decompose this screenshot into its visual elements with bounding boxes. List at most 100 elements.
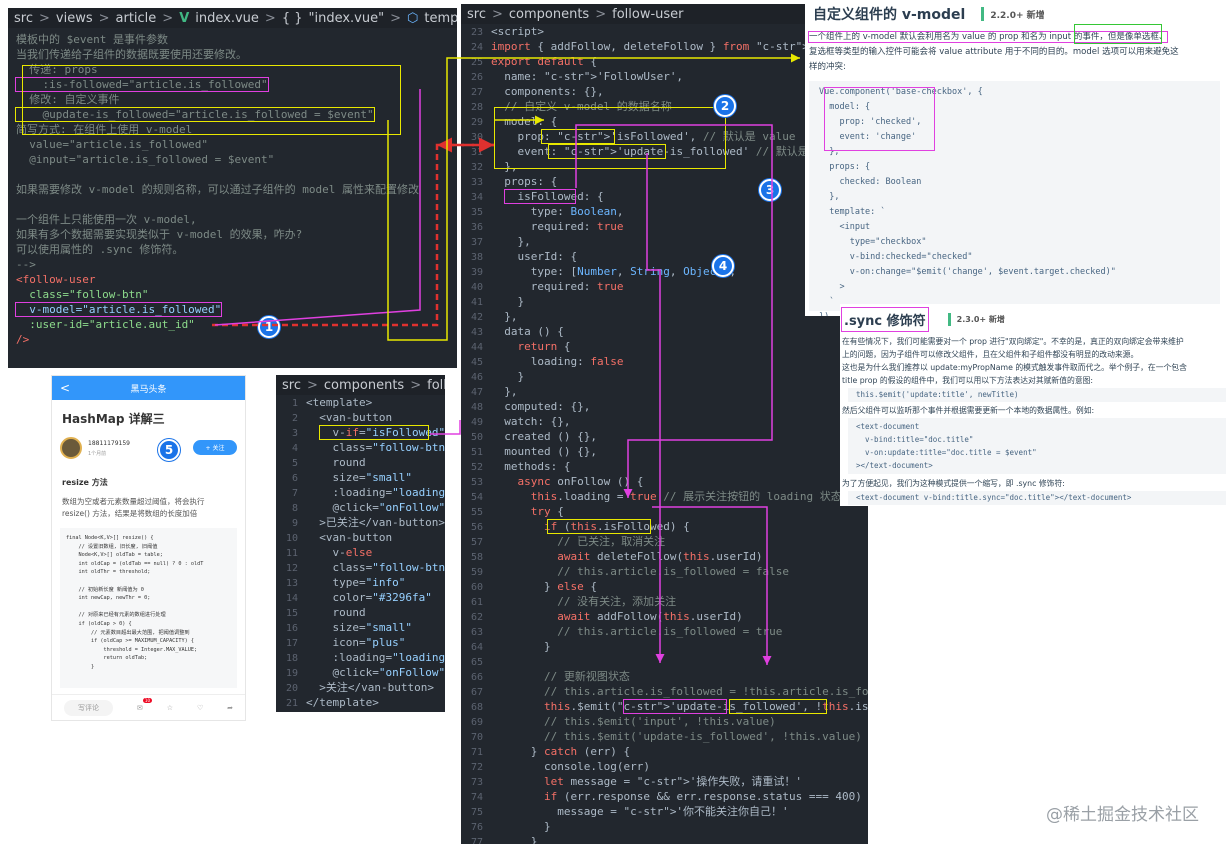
- code-line: 43 data () {: [461, 324, 868, 339]
- avatar[interactable]: [60, 437, 82, 459]
- title-accent: [947, 313, 951, 326]
- paragraph: resize() 方法，结果是将数组的长度加倍: [62, 509, 198, 518]
- line-number: 67: [470, 687, 483, 698]
- line-number: 54: [470, 492, 483, 503]
- comment-bar: 写评论 ✉10 ☆ ♡ ➦: [52, 694, 245, 720]
- star-icon[interactable]: ☆: [166, 703, 173, 712]
- paragraph: title prop 的假设的组件中，我们可以用以下方法表达对其赋新值的意图:: [842, 376, 1094, 385]
- line-number: 63: [470, 627, 483, 638]
- code-line: 53 async onFollow () {: [461, 474, 868, 489]
- crumb-src[interactable]: src: [282, 377, 301, 393]
- code-text: message = "c-str">'你不能关注你自己！': [491, 805, 789, 818]
- code-line: 77 }: [461, 834, 868, 844]
- share-icon[interactable]: ➦: [227, 703, 234, 712]
- code-text: export default {: [491, 55, 597, 68]
- code-line: 47 },: [461, 384, 868, 399]
- line-number: 2: [291, 413, 298, 424]
- like-icon[interactable]: ♡: [196, 703, 204, 712]
- code-text: required: true: [491, 220, 624, 233]
- crumb-components[interactable]: components: [323, 377, 405, 393]
- code-line: 68 this.$emit("c-str">'update-is_followe…: [461, 699, 868, 714]
- crumb-src[interactable]: src: [467, 6, 486, 22]
- crumb-file[interactable]: index.vue: [195, 10, 259, 26]
- code-line: 12 class="follow-btn": [276, 560, 445, 575]
- code-text: @click="onFollow": [306, 666, 445, 679]
- crumb-follow-user[interactable]: follow-user: [612, 6, 684, 22]
- code-text: userId: {: [491, 250, 578, 263]
- code-text: // this.article.is_followed = !this.arti…: [543, 685, 868, 698]
- paragraph: 复选框等类型的输入控件可能会将 value attribute 用于不同的目的。…: [809, 47, 1179, 57]
- code-line: 52 methods: {: [461, 459, 868, 474]
- code-line: 57 // 已关注，取消关注: [461, 534, 868, 549]
- line-number: 74: [470, 792, 483, 803]
- line-number: 39: [470, 267, 483, 278]
- back-arrow-icon[interactable]: <: [60, 381, 71, 395]
- marker-2: 2: [714, 95, 736, 117]
- code-text: icon="plus": [306, 636, 406, 649]
- crumb-src[interactable]: src: [14, 10, 33, 26]
- paragraph: 数组为空或者元素数量超过阈值，将会执行: [62, 497, 205, 506]
- code-text: this.loading = true // 展示关注按钮的 loading 状…: [530, 490, 842, 503]
- crumb-module[interactable]: "index.vue": [308, 10, 385, 26]
- follow-button[interactable]: + 关注: [193, 440, 237, 455]
- breadcrumb[interactable]: src> components> follow-user: [461, 4, 868, 24]
- code-line: [16, 197, 457, 212]
- paragraph: 样的冲突:: [809, 62, 846, 72]
- line-number: 32: [470, 162, 483, 173]
- code-text: v-if="isFollowed": [306, 426, 445, 439]
- code-block: this.$emit('update:title', newTitle): [848, 388, 1226, 402]
- code-text: prop: "c-str">'isFollowed', // 默认是 value: [491, 130, 796, 143]
- line-number: 30: [470, 132, 483, 143]
- line-number: 57: [470, 537, 483, 548]
- code-line: v-model="article.is_followed": [14, 302, 457, 317]
- code-text: await addFollow(this.userId): [557, 610, 743, 623]
- code-text: console.log(err): [491, 760, 650, 773]
- comment-icon[interactable]: ✉10: [136, 697, 152, 712]
- line-number: 41: [470, 297, 483, 308]
- marker-5: 5: [158, 439, 180, 461]
- code-line: 45 loading: false: [461, 354, 868, 369]
- crumb-braces[interactable]: { }: [281, 10, 303, 26]
- line-number: 64: [470, 642, 483, 653]
- line-number: 76: [470, 822, 483, 833]
- line-number: 31: [470, 147, 483, 158]
- breadcrumb[interactable]: src> components> follow-user: [276, 375, 445, 395]
- breadcrumb[interactable]: src> views> article> V index.vue> { } "i…: [8, 8, 457, 28]
- code-line: 61 // 没有关注，添加关注: [461, 594, 868, 609]
- code-text: }: [491, 370, 525, 383]
- crumb-views[interactable]: views: [55, 10, 93, 26]
- code-line: class="follow-btn": [16, 288, 149, 301]
- article-title: HashMap 详解三: [62, 412, 165, 426]
- line-number: 49: [470, 417, 483, 428]
- line-number: 12: [285, 563, 298, 574]
- crumb-article[interactable]: article: [115, 10, 157, 26]
- panel-index-vue: src> views> article> V index.vue> { } "i…: [8, 8, 457, 368]
- line-number: 4: [291, 443, 298, 454]
- code-line: 73 let message = "c-str">'操作失败，请重试！': [461, 774, 868, 789]
- code-text: <script>: [491, 25, 544, 38]
- code-line: 69 // this.$emit('input', !this.value): [461, 714, 868, 729]
- code-text: } catch (err) {: [491, 745, 631, 758]
- code-text: props: {: [491, 175, 558, 188]
- crumb-template[interactable]: template: [424, 10, 457, 26]
- line-number: 28: [470, 102, 483, 113]
- line-number: 51: [470, 447, 483, 458]
- code-line: 71 } catch (err) {: [461, 744, 868, 759]
- line-number: 44: [470, 342, 483, 353]
- author-name: 18811179159: [88, 439, 130, 447]
- line-number: 71: [470, 747, 483, 758]
- code-text: }: [491, 835, 538, 844]
- code-line: 18 :loading="loading": [276, 650, 445, 665]
- crumb-components[interactable]: components: [508, 6, 590, 22]
- crumb-follow-user[interactable]: follow-user: [427, 377, 445, 393]
- line-number: 55: [470, 507, 483, 518]
- code-line: 10 <van-button: [276, 530, 445, 545]
- paragraph: 在有些情况下，我们可能需要对一个 prop 进行"双向绑定"。不幸的是，真正的双…: [842, 337, 1184, 346]
- line-number: 47: [470, 387, 483, 398]
- line-number: 18: [285, 653, 298, 664]
- code-text: try {: [530, 505, 564, 518]
- watermark: @稀土掘金技术社区: [1046, 805, 1199, 825]
- line-number: 21: [285, 698, 298, 709]
- code-line: 66 // 更新视图状态: [461, 669, 868, 684]
- comment-input[interactable]: 写评论: [63, 699, 113, 716]
